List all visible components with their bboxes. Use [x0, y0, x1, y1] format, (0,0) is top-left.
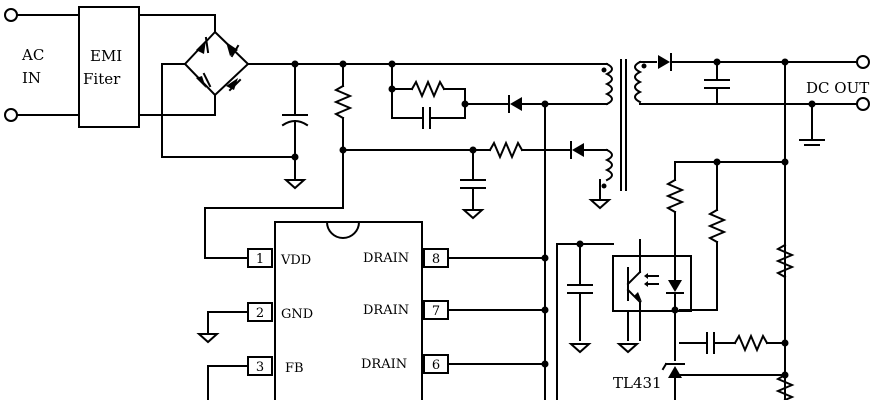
ic-pin-3-number: 3	[256, 360, 264, 375]
emi-label-line2: Fiter	[83, 70, 121, 88]
ground-icon	[616, 343, 640, 354]
ic-pin-1-number: 1	[256, 252, 264, 267]
ic-pin-6-number: 6	[432, 358, 440, 373]
ac-terminal-bottom	[4, 108, 18, 122]
ic-pin-3-label: FB	[285, 361, 304, 376]
ic-pin-7-label: DRAIN	[363, 303, 409, 318]
ic-pin-8-number: 8	[432, 252, 440, 267]
startup-resistor	[204, 60, 353, 259]
ic-pin-7-number: 7	[432, 304, 440, 319]
controller-ic: 1 VDD 2 GND 3 FB 8 DRAIN 7 DRAIN 6 DRAIN	[196, 220, 549, 400]
bridge-rectifier	[161, 30, 601, 158]
ic-pin-1	[247, 248, 273, 268]
auxiliary-supply	[342, 140, 608, 220]
ac-input: AC IN	[4, 8, 80, 122]
optocoupler	[612, 239, 692, 361]
emi-filter: EMI Fiter	[78, 6, 216, 128]
transformer	[588, 59, 647, 210]
ground-icon	[588, 199, 612, 210]
ground-icon	[568, 343, 592, 354]
ic-pin-2-number: 2	[256, 306, 264, 321]
dc-terminal-bottom	[856, 97, 870, 111]
output-stage: DC OUT	[639, 53, 870, 146]
emi-filter-box	[78, 6, 140, 128]
ic-body	[274, 221, 423, 400]
ic-pin-1-label: VDD	[280, 253, 311, 268]
tl431-label: TL431	[613, 374, 662, 392]
rcd-snubber	[388, 60, 601, 400]
ic-pin-8-label: DRAIN	[363, 251, 409, 266]
feedback-network	[665, 61, 795, 400]
dc-terminal-top	[856, 55, 870, 69]
tl431-regulator: TL431	[613, 362, 685, 400]
ac-in-label-line2: IN	[22, 69, 41, 87]
dc-out-label: DC OUT	[806, 79, 869, 97]
ac-terminal-top	[4, 8, 18, 22]
fb-compensation	[556, 240, 614, 400]
bulk-capacitor	[281, 60, 309, 190]
ground-icon	[461, 209, 485, 220]
emi-label-line1: EMI	[90, 47, 122, 65]
ic-pin-6-label: DRAIN	[361, 357, 407, 372]
ac-in-label-line1: AC	[21, 46, 44, 64]
ic-pin-2-label: GND	[281, 307, 313, 322]
ground-icon	[283, 179, 307, 190]
ground-icon	[196, 333, 220, 344]
